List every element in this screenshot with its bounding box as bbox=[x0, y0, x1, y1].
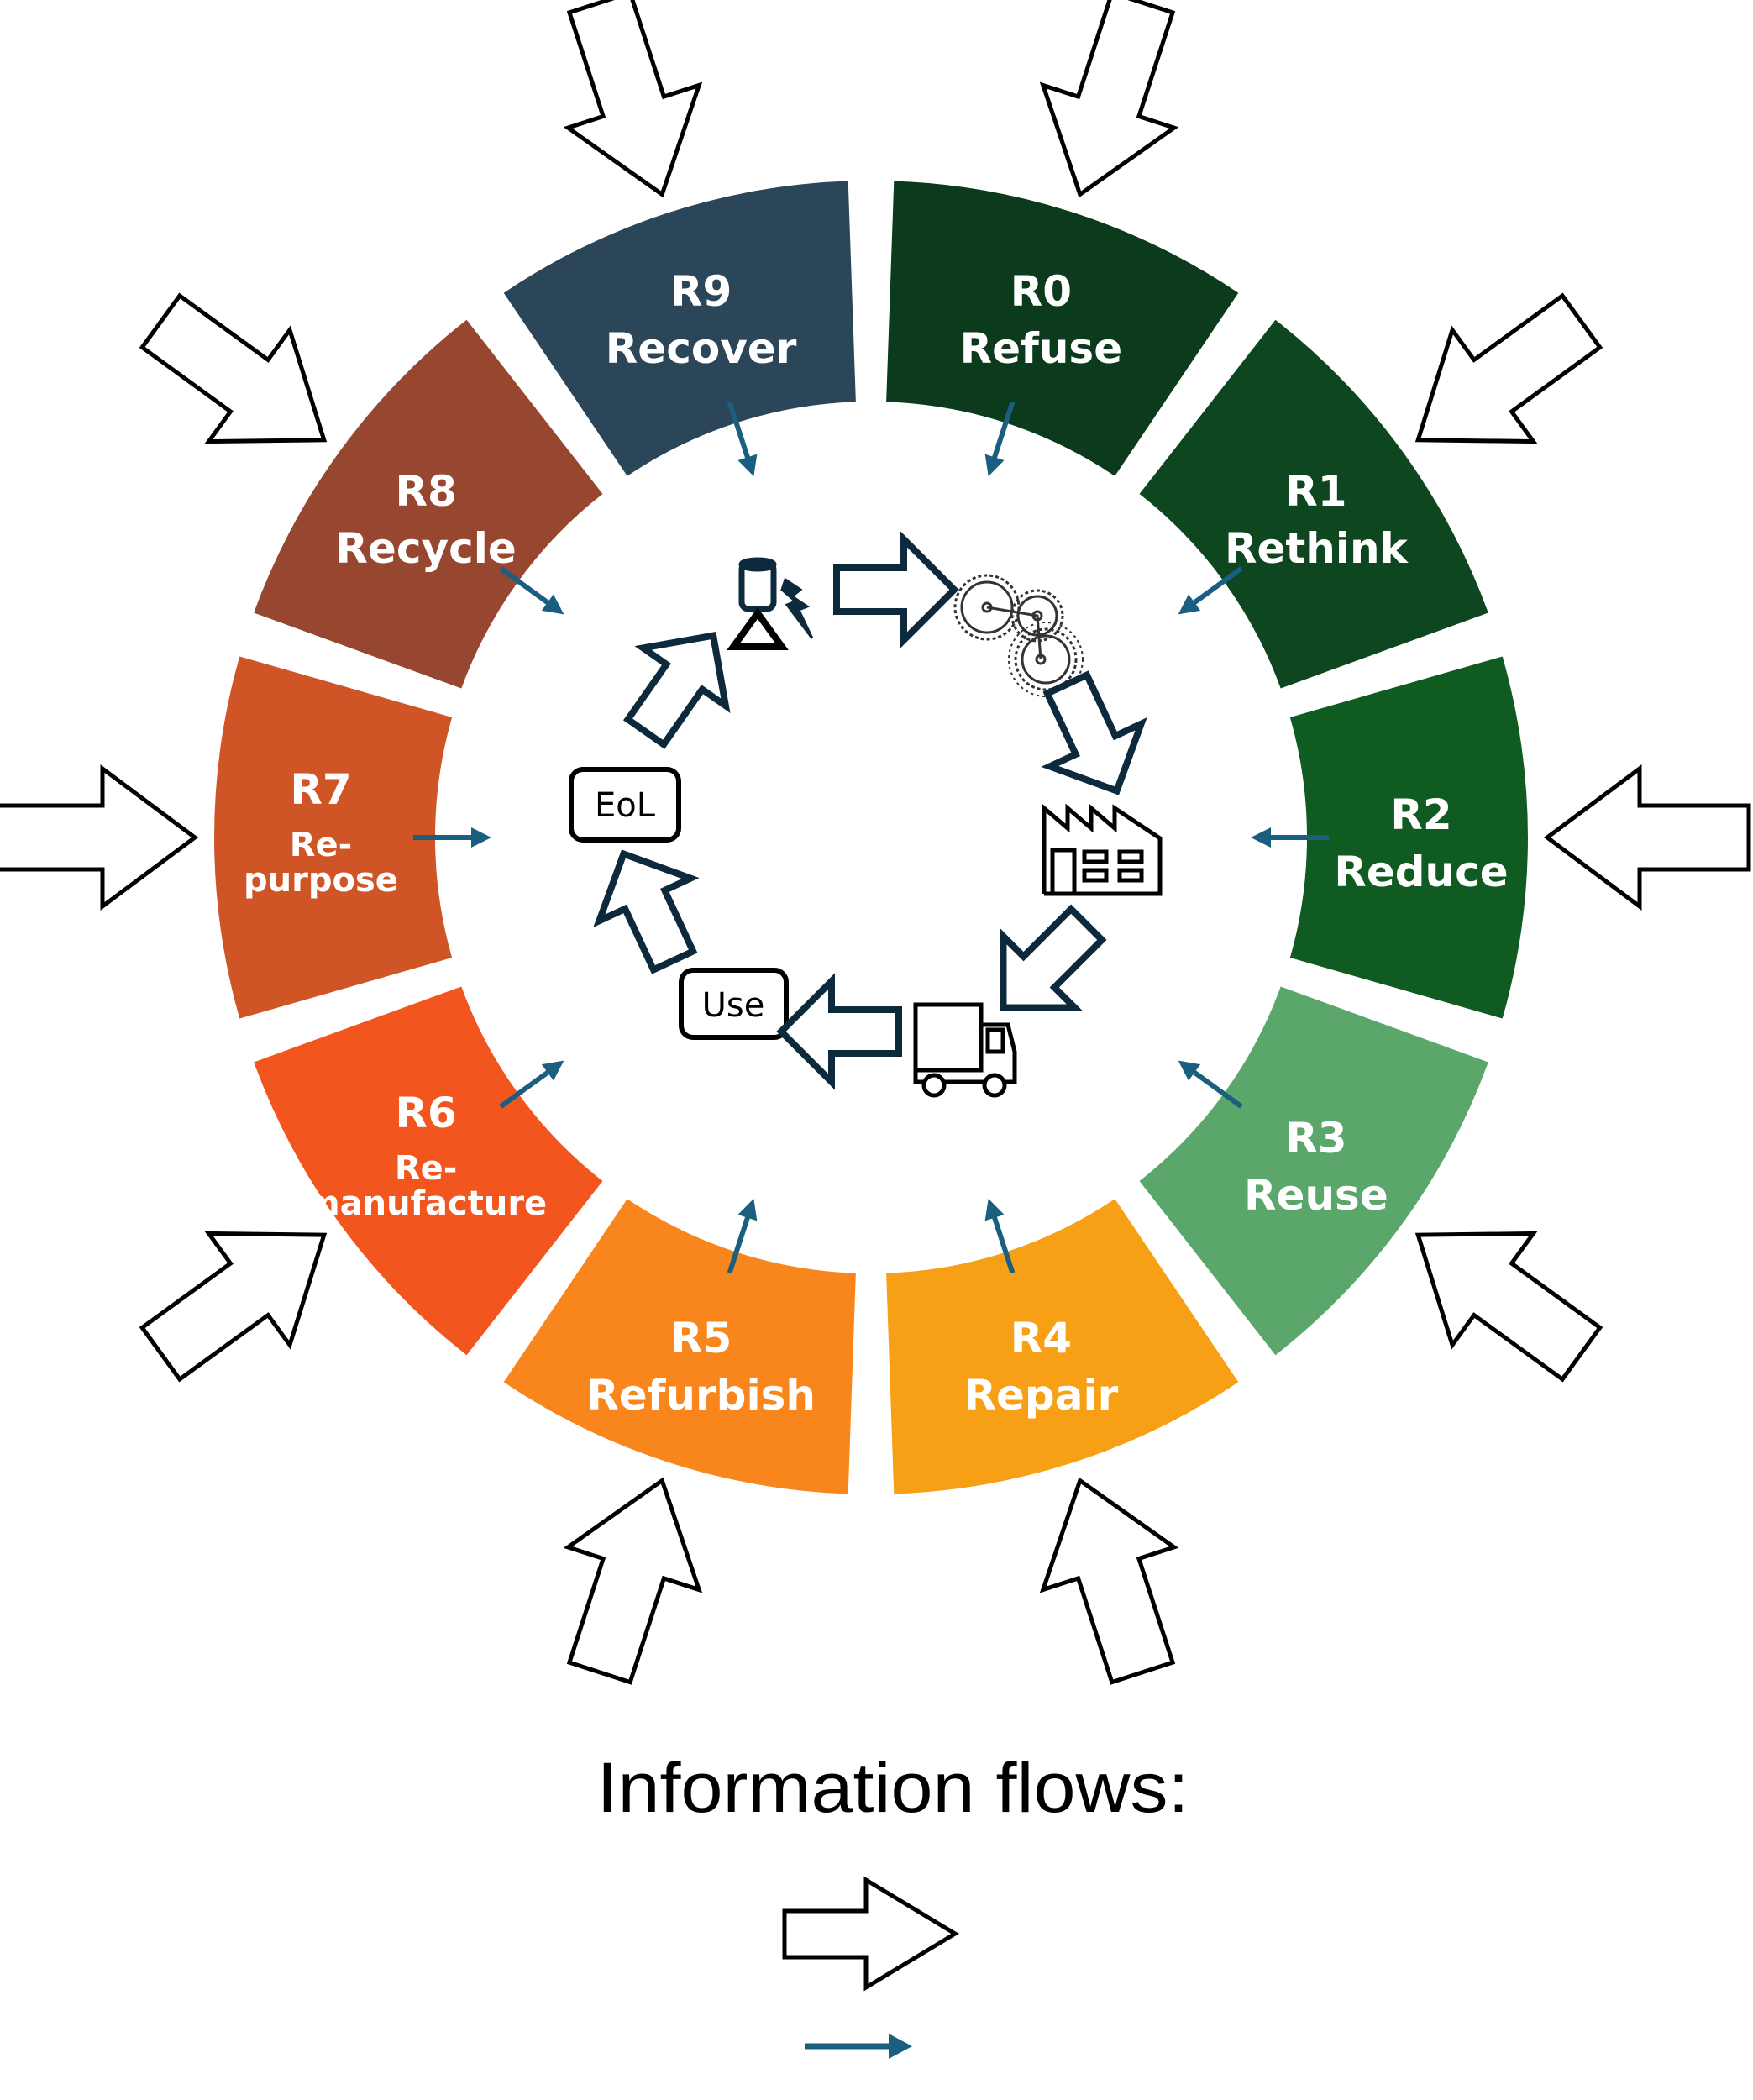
segment-shape bbox=[886, 181, 1239, 476]
info-arrow-icon bbox=[499, 1060, 564, 1109]
segment-name: Rethink bbox=[1225, 524, 1409, 573]
segment-name: Reduce bbox=[1334, 848, 1508, 896]
cycle-arrow-icon bbox=[776, 973, 902, 1090]
segment-code: R5 bbox=[670, 1314, 732, 1362]
cycle-arrow-icon bbox=[622, 632, 731, 749]
outer-information-arrows bbox=[0, 0, 1751, 1685]
outline-arrow-icon bbox=[1039, 1477, 1179, 1685]
segment-shape bbox=[214, 656, 453, 1019]
segment-shape bbox=[1289, 656, 1528, 1019]
eol-label: EoL bbox=[595, 786, 656, 825]
info-arrow-icon bbox=[499, 566, 564, 615]
segment-shape bbox=[503, 181, 856, 476]
inner-information-arrows bbox=[413, 401, 1329, 1274]
outline-arrow-icon bbox=[1039, 0, 1179, 198]
outline-arrow-icon bbox=[139, 292, 328, 444]
segment-shape bbox=[886, 1199, 1239, 1494]
segment-shape bbox=[254, 986, 603, 1356]
truck-icon bbox=[913, 1002, 1017, 1098]
segment-code: R7 bbox=[290, 765, 351, 814]
segment-name: Repair bbox=[964, 1371, 1119, 1420]
eol-stage: EoL bbox=[569, 767, 681, 843]
segment-name: Reuse bbox=[1244, 1171, 1388, 1220]
segment-shape bbox=[254, 319, 603, 689]
cycle-arrows bbox=[593, 531, 1147, 1090]
segment-name: Recover bbox=[606, 324, 797, 373]
segment-shape bbox=[1139, 319, 1488, 689]
segment-code: R9 bbox=[670, 267, 732, 316]
segment-code: R4 bbox=[1010, 1314, 1072, 1362]
segment-name: Recycle bbox=[335, 524, 516, 573]
info-arrow-icon bbox=[984, 1198, 1016, 1274]
outline-arrow-icon bbox=[563, 1477, 703, 1685]
segment-name: manufacture bbox=[305, 1184, 547, 1223]
use-label: Use bbox=[702, 986, 765, 1025]
segment-code: R0 bbox=[1010, 267, 1072, 316]
lifecycle-cycle: Use EoL bbox=[569, 531, 1163, 1098]
cycle-arrow-icon bbox=[593, 849, 700, 974]
segment-name: purpose bbox=[244, 861, 398, 900]
info-arrow-icon bbox=[984, 401, 1016, 477]
outline-arrow-icon bbox=[0, 764, 199, 911]
info-arrow-icon bbox=[1178, 1060, 1243, 1109]
outline-arrow-icon bbox=[139, 1231, 328, 1383]
info-arrow-icon bbox=[413, 827, 491, 848]
cycle-arrow-icon bbox=[1041, 670, 1147, 795]
cycle-arrow-icon bbox=[833, 531, 959, 648]
segment-code: R1 bbox=[1285, 467, 1346, 516]
outline-arrow-icon bbox=[563, 0, 703, 198]
segment-name: Refurbish bbox=[586, 1371, 816, 1420]
segment-code: R6 bbox=[395, 1089, 456, 1137]
outline-arrow-icon bbox=[1543, 764, 1751, 911]
legend-outline-arrow-icon bbox=[782, 1876, 959, 1992]
segment-code: R8 bbox=[395, 467, 456, 516]
cycle-arrow-icon bbox=[1000, 904, 1107, 1011]
legend-info-arrow-icon bbox=[805, 2034, 912, 2059]
outline-arrow-icon bbox=[1414, 1231, 1603, 1383]
use-stage: Use bbox=[679, 968, 789, 1040]
gears-icon bbox=[953, 574, 1084, 697]
factory-icon bbox=[1042, 803, 1163, 896]
legend-title: Information flows: bbox=[597, 1748, 1189, 1827]
segment-shape bbox=[1139, 986, 1488, 1356]
segment-shape bbox=[503, 1199, 856, 1494]
info-arrow-icon bbox=[727, 401, 758, 477]
segment-code: R3 bbox=[1285, 1114, 1346, 1163]
info-arrow-icon bbox=[1178, 566, 1243, 615]
info-arrow-icon bbox=[1251, 827, 1329, 848]
legend: Information flows: bbox=[597, 1748, 1189, 2059]
outline-arrow-icon bbox=[1414, 292, 1603, 444]
raw-materials-icon bbox=[727, 557, 814, 650]
info-arrow-icon bbox=[727, 1198, 758, 1274]
segment-name: Re- bbox=[395, 1149, 458, 1188]
segment-name: Refuse bbox=[960, 324, 1122, 373]
segment-name: Re- bbox=[290, 826, 353, 864]
segment-code: R2 bbox=[1390, 790, 1451, 839]
